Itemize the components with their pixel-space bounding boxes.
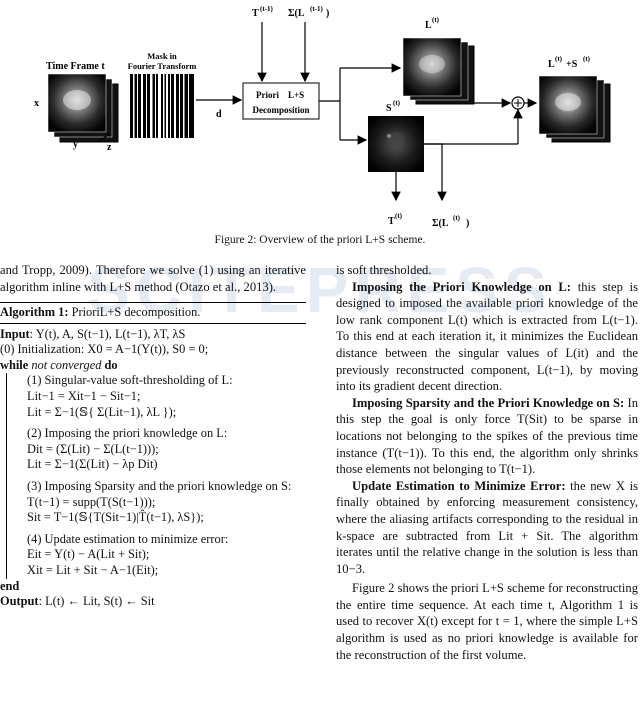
figure-caption: Figure 2: Overview of the priori L+S sch… — [214, 234, 426, 246]
algorithm-title: Algorithm 1: PrioriL+S decomposition. — [0, 302, 306, 324]
svg-text:): ) — [326, 8, 329, 19]
output-stack — [538, 75, 611, 143]
svg-text:Decomposition: Decomposition — [253, 105, 310, 115]
svg-text:(t): (t) — [432, 16, 440, 24]
svg-text:(t): (t) — [395, 212, 403, 220]
svg-text:Priori: Priori — [256, 90, 279, 100]
svg-text:z: z — [107, 142, 112, 153]
svg-text:T: T — [252, 8, 259, 19]
svg-text:(t): (t) — [583, 55, 591, 63]
svg-text:(t): (t) — [555, 55, 563, 63]
svg-text:Mask in: Mask in — [147, 51, 177, 61]
svg-text:(t): (t) — [393, 99, 401, 107]
svg-text:L: L — [548, 59, 555, 70]
svg-text:Fourier Transform: Fourier Transform — [128, 61, 197, 71]
svg-text:(t-1): (t-1) — [310, 5, 323, 13]
svg-text:(t-1): (t-1) — [260, 5, 273, 13]
svg-text:L+S: L+S — [288, 90, 304, 100]
low-rank-stack — [402, 37, 475, 105]
svg-text:x: x — [34, 98, 39, 109]
sparse-image — [368, 116, 424, 172]
svg-text:): ) — [466, 218, 469, 229]
algorithm-box: Algorithm 1: PrioriL+S decomposition. In… — [0, 302, 306, 610]
input-image-stack — [47, 73, 119, 143]
svg-text:T: T — [388, 216, 395, 227]
svg-text:y: y — [73, 139, 78, 150]
svg-text:Σ(L: Σ(L — [432, 218, 449, 229]
fourier-mask — [130, 74, 194, 138]
figure-diagram: Time Frame t x y z Mask in Fourier Trans… — [34, 5, 611, 229]
svg-text:+S: +S — [566, 59, 578, 70]
svg-text:S: S — [386, 103, 392, 114]
svg-text:Σ(L: Σ(L — [288, 8, 305, 19]
right-column: is soft thresholded. Imposing the Priori… — [336, 263, 639, 662]
label-time-frame: Time Frame t — [46, 61, 105, 72]
svg-text:(t): (t) — [453, 214, 461, 222]
left-paragraph: and Tropp, 2009). Therefore we solve (1)… — [0, 263, 306, 294]
svg-text:d: d — [216, 109, 222, 120]
svg-text:L: L — [425, 20, 432, 31]
